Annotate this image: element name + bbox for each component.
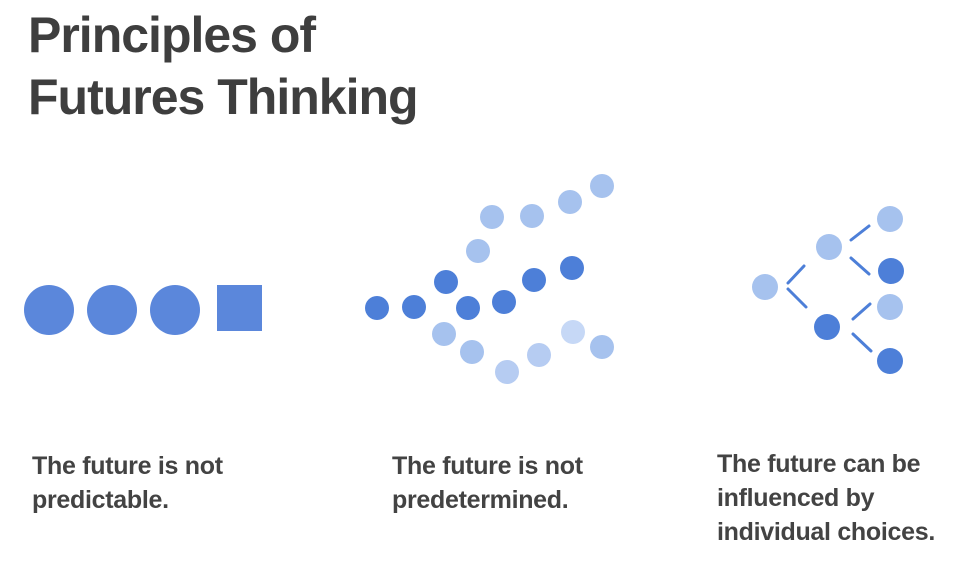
dot: [527, 343, 551, 367]
dot: [434, 270, 458, 294]
square-shape: [217, 285, 262, 331]
dot: [520, 204, 544, 228]
page-title-line: Principles of: [28, 7, 316, 63]
page-title: Principles of Futures Thinking: [28, 4, 419, 128]
circle-shape: [24, 285, 74, 335]
dot: [456, 296, 480, 320]
dot: [365, 296, 389, 320]
caption-line: The future is not: [392, 452, 583, 480]
figure-branching-dots: [365, 174, 614, 384]
dot: [590, 335, 614, 359]
connector-dash: [849, 224, 871, 242]
circle-shape: [150, 285, 200, 335]
dot: [877, 294, 903, 320]
dot: [558, 190, 582, 214]
caption-line: influenced by: [717, 484, 875, 512]
dot: [816, 234, 842, 260]
dot: [466, 239, 490, 263]
dot: [590, 174, 614, 198]
caption-not-predetermined: The future is not predetermined.: [392, 449, 712, 517]
dot: [492, 290, 516, 314]
caption-line: The future can be: [717, 450, 921, 478]
figure-linear-shapes: [24, 285, 262, 335]
dot: [432, 322, 456, 346]
dot: [878, 258, 904, 284]
connector-dash: [849, 256, 871, 276]
caption-line: predetermined.: [392, 486, 569, 514]
dot: [752, 274, 778, 300]
dot: [522, 268, 546, 292]
dot: [460, 340, 484, 364]
connector-dash: [851, 332, 873, 353]
dot: [814, 314, 840, 340]
circle-shape: [87, 285, 137, 335]
caption-line: The future is not: [32, 452, 223, 480]
caption-line: individual choices.: [717, 518, 935, 546]
connector-dash: [851, 302, 872, 321]
connector-dash: [786, 264, 806, 285]
page-title-line: Futures Thinking: [28, 69, 419, 125]
dot: [877, 206, 903, 232]
dot: [561, 320, 585, 344]
figure-choice-tree: [752, 206, 904, 374]
caption-influenced-by-choices: The future can be influenced by individual…: [717, 447, 963, 549]
dot: [402, 295, 426, 319]
connector-dash: [786, 287, 808, 309]
dot: [560, 256, 584, 280]
dot: [877, 348, 903, 374]
dot: [495, 360, 519, 384]
caption-line: predictable.: [32, 486, 169, 514]
dot: [480, 205, 504, 229]
caption-not-predictable: The future is not predictable.: [32, 449, 352, 517]
